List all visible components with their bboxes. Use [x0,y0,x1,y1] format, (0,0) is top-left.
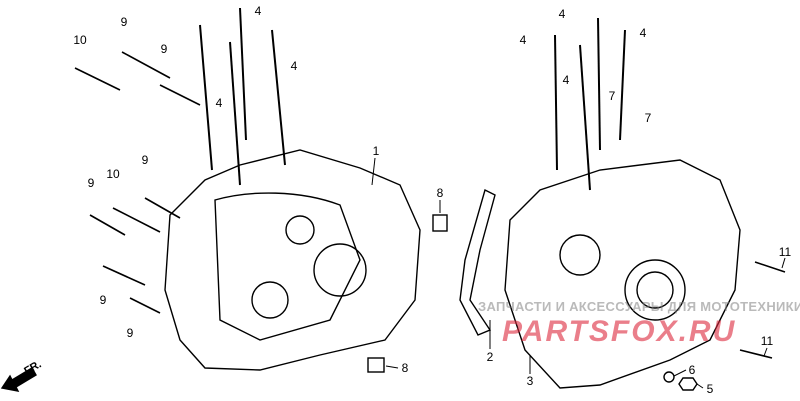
callout-9: 9 [141,153,149,167]
callout-11: 11 [760,334,774,348]
callout-3: 3 [526,374,534,388]
callout-7: 7 [608,89,616,103]
callout-8: 8 [401,361,409,375]
callout-4: 4 [519,33,527,47]
dowel-pin [432,214,448,232]
callout-1: 1 [372,144,380,158]
callout-4: 4 [215,96,223,110]
callout-4: 4 [290,59,298,73]
fr-arrow [0,367,37,392]
dowel-pin-lower [367,357,385,373]
callout-4: 4 [254,4,262,18]
callout-4: 4 [562,73,570,87]
callout-5: 5 [706,382,714,396]
callout-6: 6 [688,363,696,377]
watermark-text: ЗАПЧАСТИ И АКСЕССУАРЫ ДЛЯ МОТОТЕХНИКИ [478,299,800,314]
watermark-logo: PARTSFOX.RU [502,315,737,348]
left-crankcase [164,149,421,371]
callout-11: 11 [778,245,792,259]
callout-4: 4 [639,26,647,40]
right-crankcase [504,159,741,389]
callout-10: 10 [73,33,87,47]
callout-9: 9 [120,15,128,29]
callout-9: 9 [99,293,107,307]
callout-4: 4 [558,7,566,21]
callout-9: 9 [87,176,95,190]
callout-7: 7 [644,111,652,125]
callout-9: 9 [160,42,168,56]
callout-8: 8 [436,186,444,200]
callout-10: 10 [106,167,120,181]
callout-2: 2 [486,350,494,364]
callout-9: 9 [126,326,134,340]
